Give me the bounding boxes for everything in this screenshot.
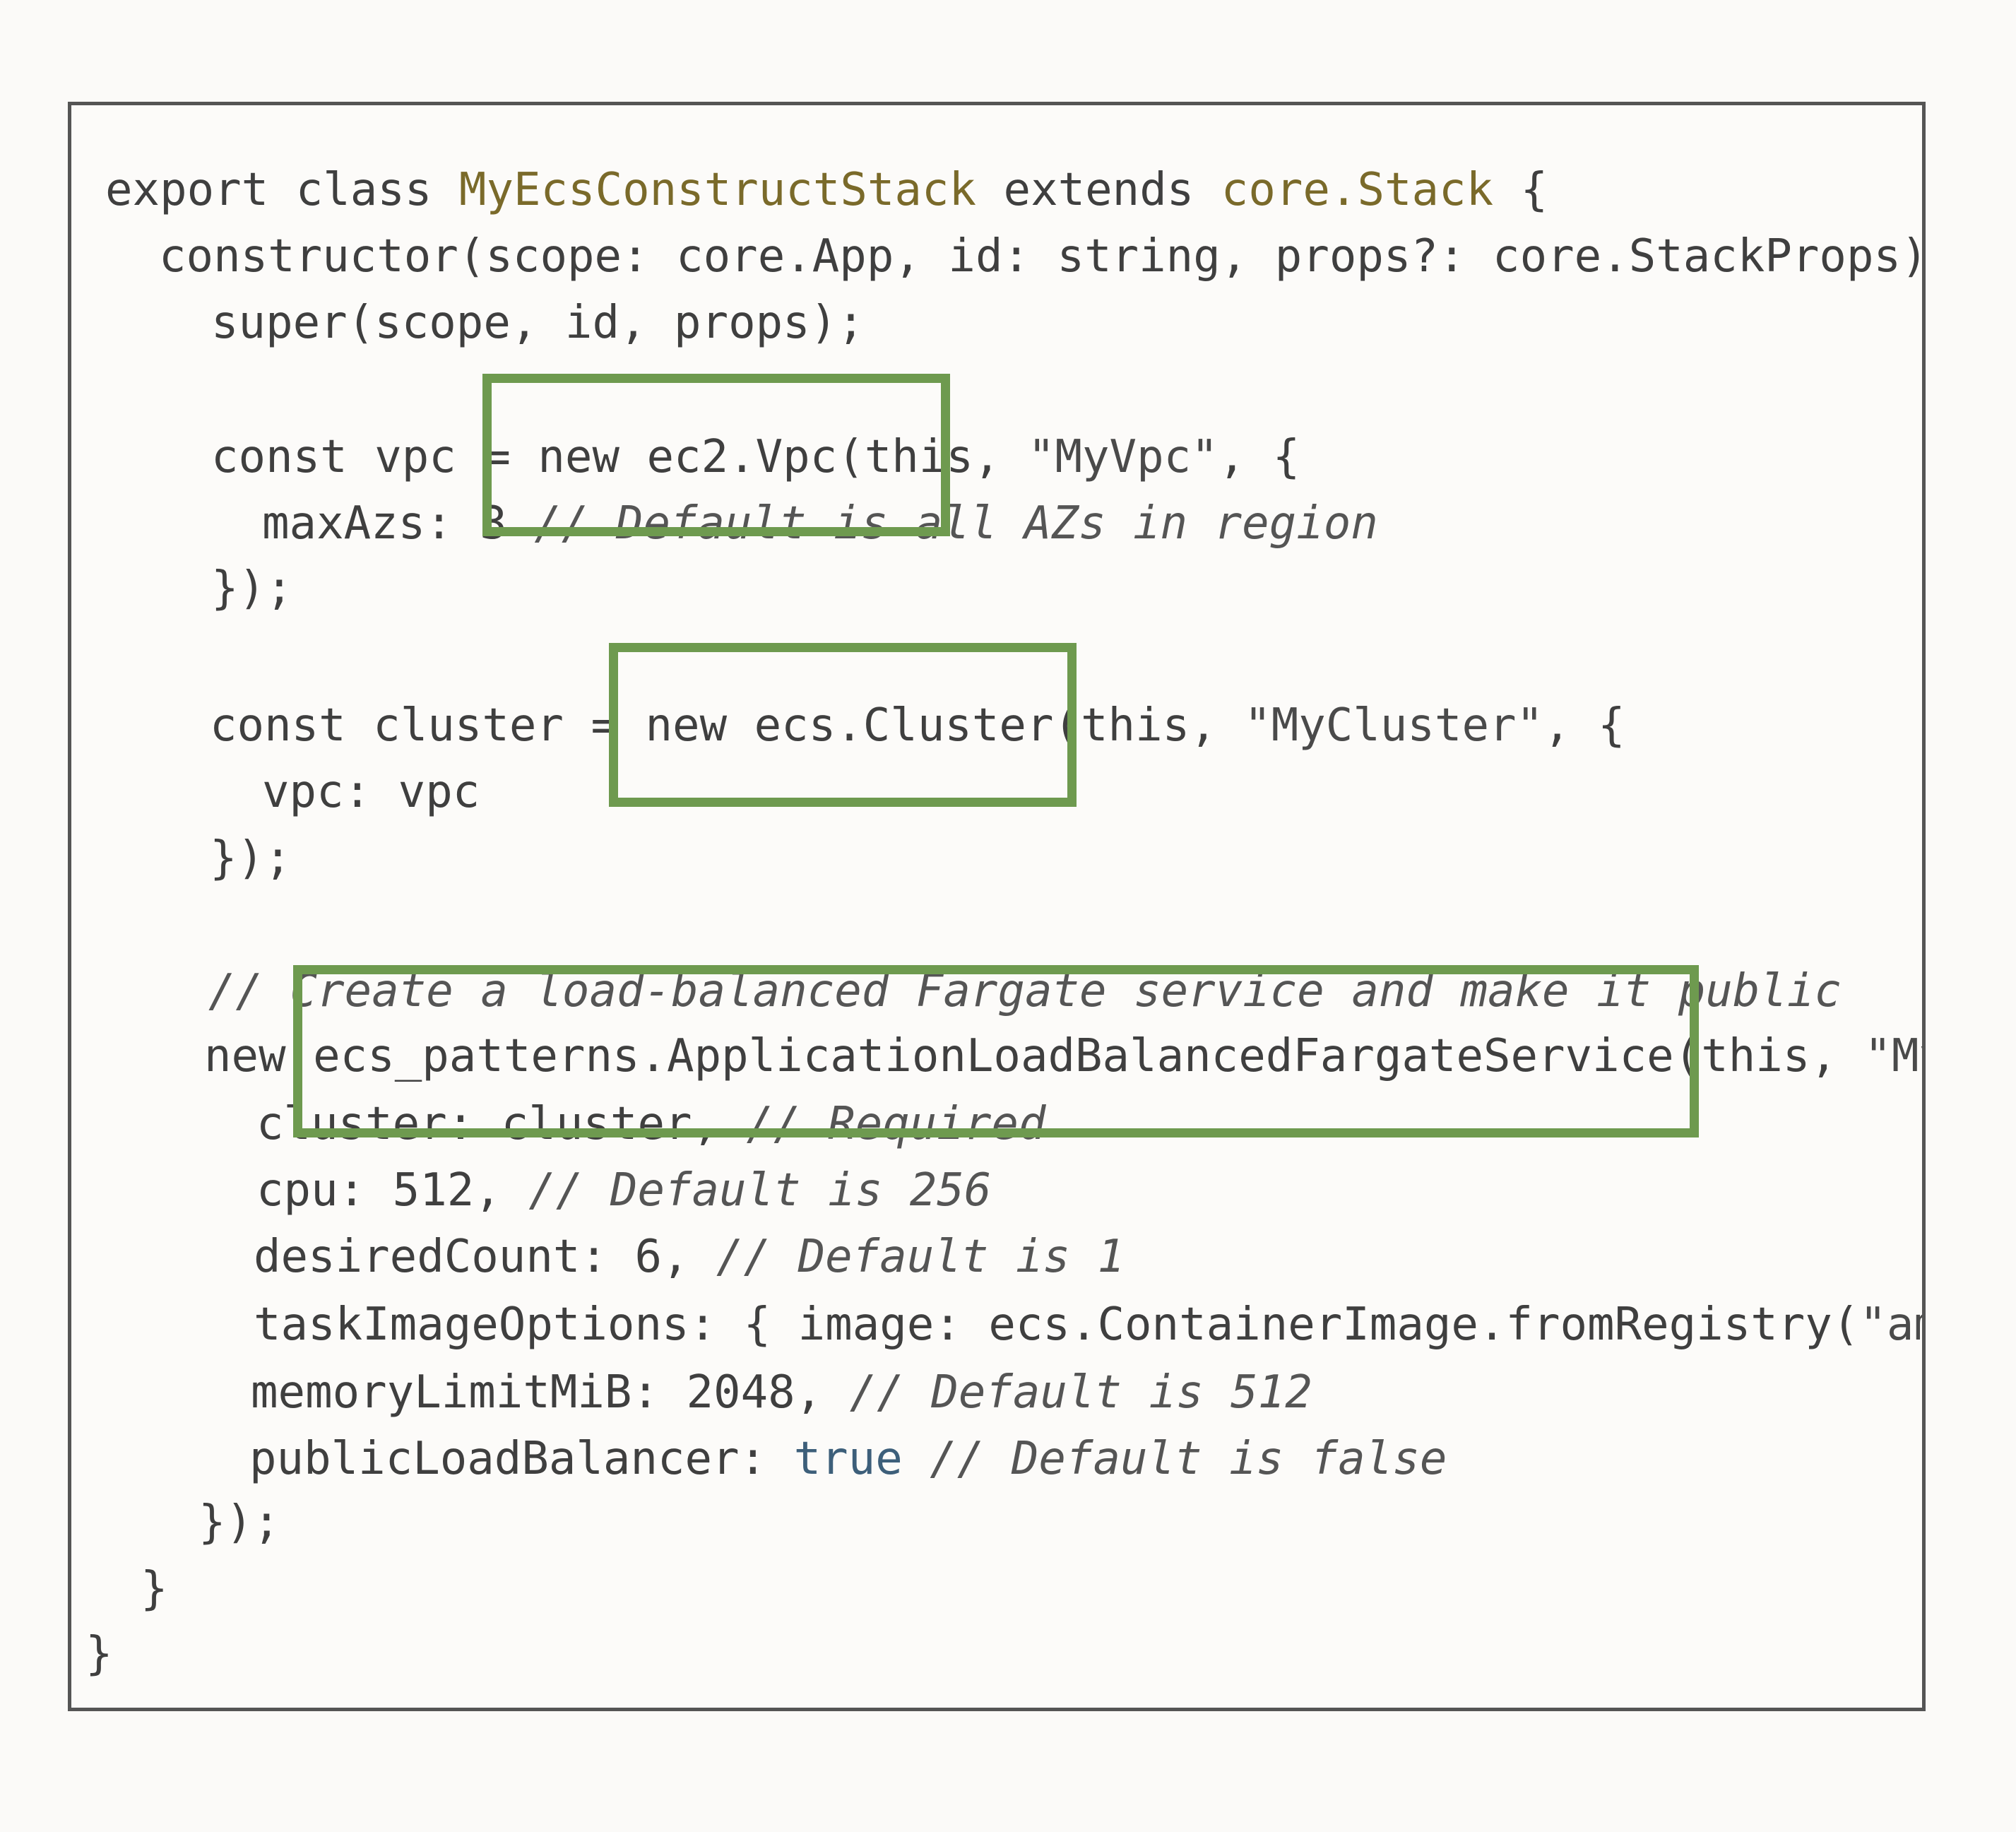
code-token: }); <box>210 832 292 885</box>
code-token: "MyCluster" <box>1244 699 1544 752</box>
code-token: memoryLimitMiB: 2048, <box>251 1366 850 1419</box>
code-token: cluster: cluster, <box>256 1098 747 1150</box>
code-token: MyEcsConstructStack <box>458 164 976 216</box>
code-block: export class MyEcsConstructStack extends… <box>71 105 1922 1708</box>
code-token: "MyVpc" <box>1027 431 1219 483</box>
code-line: desiredCount: 6, // Default is 1 <box>254 1234 1125 1280</box>
code-token: const cluster = new ecs.Cluster(this, <box>210 699 1245 752</box>
code-token: constructor(scope: core.App, id: string,… <box>159 230 1926 283</box>
code-token: super(scope, id, props); <box>211 297 865 349</box>
code-line: new ecs_patterns.ApplicationLoadBalanced… <box>204 1034 1922 1079</box>
code-token: publicLoadBalancer: <box>249 1433 794 1485</box>
code-line: memoryLimitMiB: 2048, // Default is 512 <box>251 1370 1312 1415</box>
code-token: "My <box>1864 1030 1922 1082</box>
code-token: } <box>85 1628 113 1680</box>
code-line: taskImageOptions: { image: ecs.Container… <box>254 1302 1922 1347</box>
code-token: , { <box>1218 431 1300 483</box>
code-line: }); <box>211 566 293 611</box>
code-token: export class <box>105 164 459 216</box>
code-token: { <box>1493 164 1548 216</box>
code-line: const cluster = new ecs.Cluster(this, "M… <box>210 703 1625 748</box>
code-line: maxAzs: 3 // Default is all AZs in regio… <box>262 501 1378 546</box>
code-line: }); <box>198 1500 280 1545</box>
code-token: , { <box>1543 699 1625 752</box>
code-token: // Default is 256 <box>528 1164 992 1217</box>
code-token: // Default is 512 <box>849 1366 1312 1419</box>
code-line: export class MyEcsConstructStack extends… <box>105 167 1548 213</box>
code-token: new ecs_patterns.ApplicationLoadBalanced… <box>204 1030 1865 1082</box>
code-token: desiredCount: 6, <box>254 1231 717 1283</box>
code-token: vpc: vpc <box>262 766 480 818</box>
code-token: // Required <box>746 1098 1046 1150</box>
code-token: } <box>141 1563 168 1615</box>
code-token: // Default is 1 <box>716 1231 1125 1283</box>
code-token: core.Stack <box>1221 164 1494 216</box>
code-token: // Default is false <box>930 1433 1447 1485</box>
code-token: extends <box>976 164 1221 216</box>
code-line: publicLoadBalancer: true // Default is f… <box>249 1436 1447 1482</box>
code-token: "am <box>1859 1299 1922 1351</box>
code-token: cpu: 512, <box>256 1164 529 1217</box>
code-token: true <box>793 1433 903 1485</box>
code-token: }); <box>198 1496 280 1549</box>
code-token: // Default is all AZs in region <box>534 497 1378 550</box>
code-token: taskImageOptions: { image: ecs.Container… <box>254 1299 1860 1351</box>
code-token: const vpc = new ec2.Vpc(this, <box>211 431 1028 483</box>
code-token <box>903 1433 930 1485</box>
code-line: const vpc = new ec2.Vpc(this, "MyVpc", { <box>211 435 1300 480</box>
code-line: vpc: vpc <box>262 769 480 815</box>
code-token: // Create a load-balanced Fargate servic… <box>208 965 1842 1017</box>
code-line: }); <box>210 836 292 881</box>
code-line: super(scope, id, props); <box>211 300 865 345</box>
code-line: cluster: cluster, // Required <box>256 1101 1045 1147</box>
code-token: }); <box>211 562 293 615</box>
code-line: cpu: 512, // Default is 256 <box>256 1168 991 1213</box>
code-figure-frame: export class MyEcsConstructStack extends… <box>68 102 1926 1711</box>
code-line: } <box>85 1631 113 1677</box>
code-line: } <box>141 1566 168 1612</box>
code-line: // Create a load-balanced Fargate servic… <box>208 969 1842 1014</box>
code-token: maxAzs: 3 <box>262 497 535 550</box>
code-line: constructor(scope: core.App, id: string,… <box>159 234 1922 279</box>
